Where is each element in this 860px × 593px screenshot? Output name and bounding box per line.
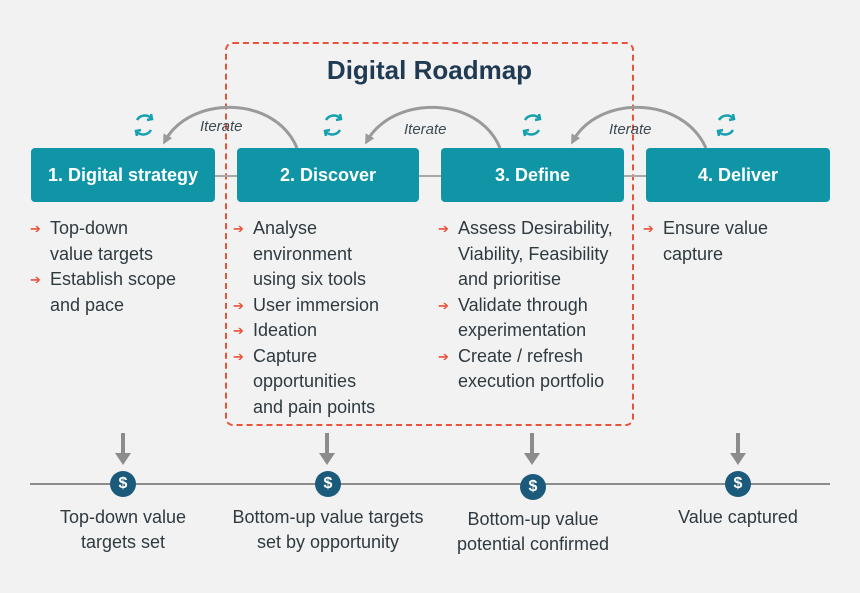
arrow-right-icon: ➔ (233, 297, 244, 313)
bullet-text: capture (663, 243, 724, 264)
arrow-right-icon: ➔ (30, 221, 41, 236)
bullet-text: Ensure value (663, 218, 769, 238)
arrow-down-icon (319, 433, 335, 465)
bullet-item: ➔ Assess Desirability, Viability, Feasibil… (438, 216, 633, 293)
step-4-bullets: ➔ Ensure value capture (643, 216, 833, 267)
outcome-1: Top-down value targets set (30, 505, 216, 555)
iterate-label: Iterate (404, 121, 447, 138)
bullet-text: Analyse (253, 218, 318, 238)
outcome-text: set by opportunity (256, 532, 400, 552)
iterate-arrow-2 (365, 105, 502, 149)
step-connector (215, 175, 237, 177)
step-box-digital-strategy: 1. Digital strategy (31, 148, 215, 202)
refresh-cycle-icon (716, 113, 736, 137)
dollar-icon: $ (520, 474, 546, 500)
bullet-text: opportunities (253, 371, 357, 391)
arrow-right-icon: ➔ (233, 221, 244, 236)
outcome-text: potential confirmed (456, 534, 610, 554)
bullet-item: ➔ Create / refresh execution portfolio (438, 344, 633, 395)
outcome-3: Bottom-up value potential confirmed (438, 507, 628, 557)
bullet-text: Top-down (50, 218, 129, 238)
step-connector (419, 175, 441, 177)
bullet-item: ➔ Ensure value capture (643, 216, 833, 267)
iterate-label: Iterate (200, 118, 243, 135)
iterate-label: Iterate (609, 121, 652, 138)
bullet-text: and pace (50, 294, 125, 315)
outcome-text: Value captured (678, 507, 798, 527)
step-2-bullets: ➔ Analyse environment using six tools ➔ User … (233, 216, 423, 420)
bullet-item: ➔ User immersion (233, 293, 423, 319)
outcome-2: Bottom-up value targets set by opportunit… (218, 505, 438, 555)
bullet-text: and prioritise (458, 269, 562, 289)
bullet-text: and pain points (253, 396, 376, 417)
dollar-icon: $ (315, 471, 341, 497)
bullet-text: environment (253, 243, 353, 264)
bullet-item: ➔ Capture opportunities and pain points (233, 344, 423, 421)
bullet-text: Assess Desirability, (458, 218, 613, 238)
arrow-down-icon (730, 433, 746, 465)
arrow-right-icon: ➔ (438, 221, 449, 236)
arrow-right-icon: ➔ (233, 323, 244, 338)
refresh-cycle-icon (323, 113, 343, 137)
digital-roadmap-frame (225, 42, 634, 426)
step-connector (624, 175, 646, 177)
diagram-title: Digital Roadmap (326, 55, 533, 85)
dollar-icon: $ (725, 471, 751, 497)
bullet-item: ➔ Top-down value targets (30, 216, 220, 267)
bullet-text: Capture (253, 345, 318, 366)
bullet-text: value targets (50, 243, 154, 264)
bullet-item: ➔ Validate through experimentation (438, 293, 633, 344)
arrow-right-icon: ➔ (643, 221, 654, 236)
step-box-deliver: 4. Deliver (646, 148, 830, 202)
step-3-bullets: ➔ Assess Desirability, Viability, Feasibil… (438, 216, 633, 395)
bullet-item: ➔ Establish scope and pace (30, 267, 220, 318)
arrow-down-icon (115, 433, 131, 465)
iterate-arrow-3 (571, 105, 708, 149)
step-box-define: 3. Define (441, 148, 624, 202)
bullet-text: Create / refresh (458, 345, 584, 366)
bullet-text: Ideation (253, 320, 318, 340)
arrow-down-icon (524, 433, 540, 465)
outcome-text: Bottom-up value (467, 509, 599, 529)
bullet-text: User immersion (253, 294, 380, 315)
bullet-item: ➔ Analyse environment using six tools (233, 216, 423, 293)
bullet-text: Viability, Feasibility (458, 243, 609, 264)
refresh-cycle-icon (522, 113, 542, 137)
step-box-discover: 2. Discover (237, 148, 419, 202)
outcome-text: Top-down value (59, 507, 187, 527)
bullet-text: execution portfolio (458, 371, 605, 391)
outcome-text: targets set (80, 532, 166, 552)
arrow-right-icon: ➔ (438, 297, 449, 313)
outcome-4: Value captured (646, 505, 830, 530)
arrow-right-icon: ➔ (233, 348, 244, 364)
bullet-text: using six tools (253, 269, 367, 289)
step-1-bullets: ➔ Top-down value targets ➔ Establish scope an… (30, 216, 220, 318)
refresh-cycle-icon (134, 113, 154, 137)
arrow-right-icon: ➔ (438, 348, 449, 364)
bullet-text: experimentation (458, 320, 587, 340)
bullet-text: Validate through (458, 294, 588, 315)
bullet-item: ➔ Ideation (233, 318, 423, 344)
iterate-arrow-1 (163, 105, 299, 149)
bullet-text: Establish scope (50, 269, 177, 289)
arrow-right-icon: ➔ (30, 272, 41, 287)
outcome-text: Bottom-up value targets (232, 507, 424, 527)
dollar-icon: $ (110, 471, 136, 497)
